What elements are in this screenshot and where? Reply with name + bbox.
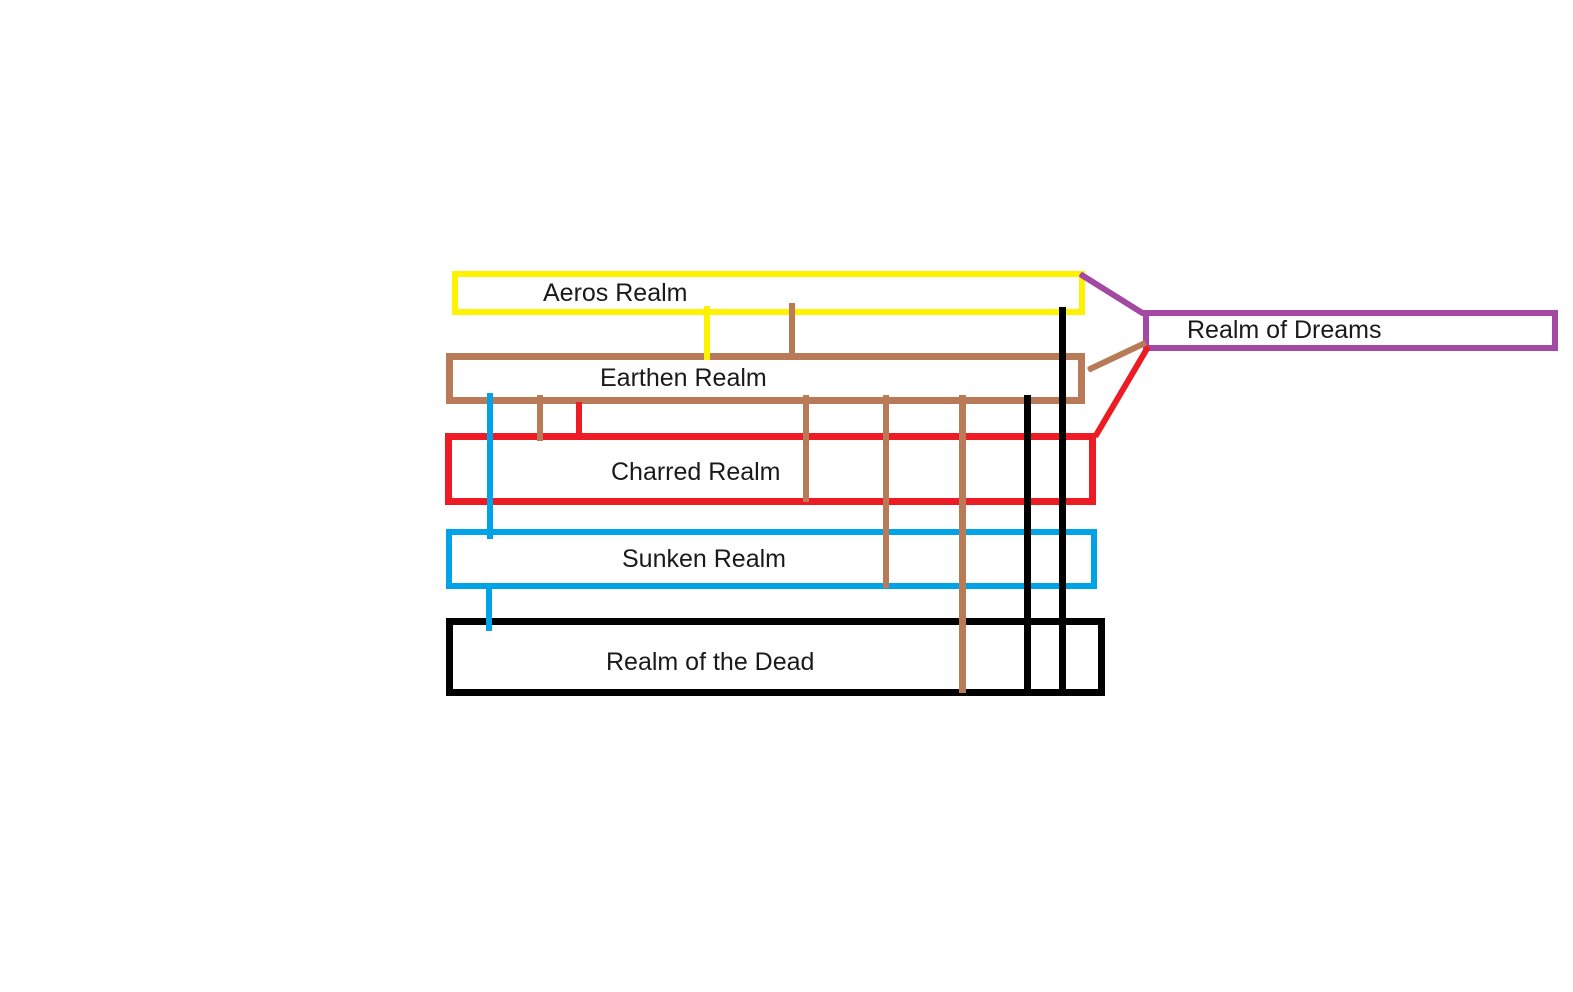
edge-sunken-dead-blue-line [486, 584, 492, 631]
node-label-realm-of-the-dead: Realm of the Dead [606, 647, 815, 676]
edge-aeros-dead-black-line [1059, 307, 1066, 693]
edge-earthen-sunken-blue-line [487, 393, 493, 539]
node-label-realm-of-dreams: Realm of Dreams [1187, 316, 1382, 344]
edge-earthen-charred-brown-line [537, 395, 543, 441]
edge-earthen-charred-red-line [576, 402, 582, 440]
node-label-charred-realm: Charred Realm [611, 457, 781, 486]
node-sunken-realm: Sunken Realm [446, 529, 1097, 589]
node-label-earthen-realm: Earthen Realm [600, 364, 767, 392]
edge-earthen-sunken-brown-line [883, 395, 889, 588]
node-realm-of-dreams: Realm of Dreams [1143, 310, 1558, 351]
edge-earthen-charred-brown-long-line [803, 395, 809, 502]
edge-aeros-earthen-yellow-line [704, 306, 710, 360]
node-realm-of-the-dead: Realm of the Dead [446, 618, 1105, 696]
node-aeros-realm: Aeros Realm [452, 271, 1085, 315]
node-label-aeros-realm: Aeros Realm [543, 278, 688, 307]
edge-aeros-earthen-brown-line [789, 303, 795, 360]
edge-aeros-dreams-purple-line [1078, 271, 1147, 317]
node-charred-realm: Charred Realm [445, 433, 1096, 505]
node-earthen-realm: Earthen Realm [446, 353, 1085, 404]
edge-earthen-dead-brown-line [959, 395, 966, 693]
edge-earthen-dead-black-line [1024, 395, 1031, 693]
edge-dreams-charred-red-line-tail [1090, 436, 1095, 458]
node-label-sunken-realm: Sunken Realm [622, 544, 786, 573]
